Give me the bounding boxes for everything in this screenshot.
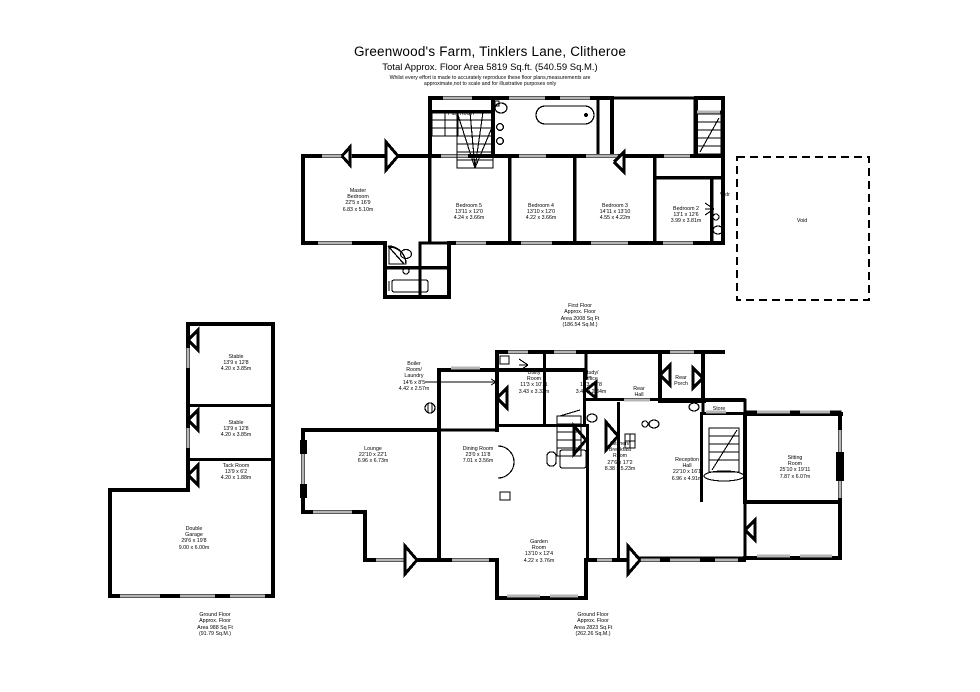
- room-label-lounge: Lounge 22'10 x 22'1 6.96 x 6.73m: [357, 446, 389, 465]
- room-label-store: Store: [712, 406, 726, 412]
- outbuilding-wall-breaks: [186, 326, 200, 489]
- boiler-icon: [424, 402, 436, 414]
- room-label-stable-1: Stable 13'9 x 12'8 4.20 x 3.85m: [220, 354, 252, 373]
- room-label-master-bedroom: Master Bedroom 22'5 x 16'9 6.83 x 5.10m: [342, 188, 374, 213]
- utility-hatch-icon: [518, 358, 529, 372]
- staircase-ground-front: [703, 427, 745, 482]
- staircase-ground-rear: [556, 409, 582, 457]
- master-ensuite-door: [388, 246, 407, 265]
- staircase-rear-first: [696, 113, 722, 155]
- room-label-bedroom-3: Bedroom 3 14'11 x 13'10 4.55 x 4.22m: [599, 203, 631, 222]
- room-label-garden-room: Garden Room 13'10 x 12'4 4.22 x 3.76m: [523, 539, 555, 564]
- outbuilding-windows: [120, 348, 265, 598]
- room-label-kitchen-breakfast: Kitchen/ Breakfast Room 27'6 x 17'2 8.38…: [604, 441, 636, 472]
- room-label-double-garage: Double Garage 29'6 x 19'8 9.00 x 6.00m: [178, 526, 210, 551]
- room-label-bedroom-4: Bedroom 4 13'10 x 12'0 4.22 x 3.66m: [525, 203, 557, 222]
- wc-fixtures-first: [388, 100, 724, 293]
- total-area-subtitle: Total Approx. Floor Area 5819 Sq.ft. (54…: [382, 62, 598, 73]
- room-label-boiler-room-laundry: Boiler Room/ Laundry 14'6 x 8'5 4.42 x 2…: [398, 361, 430, 392]
- room-label-sitting-room: Sitting Room 25'10 x 19'11 7.87 x 6.07m: [779, 455, 811, 480]
- room-label-play-room: Play Room: [448, 111, 474, 117]
- room-label-wardrobe: Wdr: [720, 192, 730, 198]
- bathtub-fixture: [535, 105, 595, 125]
- kitchen-fixtures: [497, 355, 636, 501]
- room-label-study-office: Study/ Office 11'3 x 7'8 3.43 x 2.34m: [575, 370, 607, 395]
- room-label-stable-2: Stable 13'9 x 12'8 4.20 x 3.85m: [220, 420, 252, 439]
- room-label-void: Void: [796, 218, 808, 224]
- wardrobe-fixture: [704, 202, 715, 216]
- ground-floor-area-caption: Ground Floor Approx. Floor Area 2823 Sq.…: [573, 612, 613, 638]
- room-label-bedroom-5: Bedroom 5 13'11 x 12'0 4.24 x 3.66m: [453, 203, 485, 222]
- room-label-utility-room: Utility Room 11'3 x 10'11 3.43 x 3.33m: [518, 370, 550, 395]
- garage-floor-area-caption: Ground Floor Approx. Floor Area 988 Sq F…: [197, 612, 233, 638]
- boiler-room-pointer: [425, 378, 497, 386]
- page-title: Greenwood's Farm, Tinklers Lane, Clither…: [353, 44, 627, 59]
- void-area: [735, 155, 871, 302]
- ground-floor-window-piers: [300, 440, 844, 498]
- first-floor-windows: [318, 96, 720, 245]
- room-label-rear-hall: Rear Hall: [633, 386, 645, 399]
- room-label-bedroom-2: Bedroom 2 13'1 x 12'6 3.99 x 3.81m: [670, 206, 702, 225]
- ground-floor-wall-breaks: [403, 361, 757, 579]
- first-floor-area-caption: First Floor Approx. Floor Area 2008 Sq F…: [560, 303, 600, 329]
- wc-fixtures-ground: [586, 402, 700, 429]
- first-floor-wall-breaks: [340, 137, 626, 176]
- disclaimer-line-1: Whilst every effort is made to accuratel…: [389, 75, 591, 81]
- room-label-tack-room: Tack Room 13'9 x 6'2 4.20 x 1.88m: [220, 463, 252, 482]
- staircase-first-floor: [431, 111, 494, 169]
- room-label-dining-room: Dining Room 23'0 x 11'8 7.01 x 3.56m: [462, 446, 494, 465]
- disclaimer-line-2: approximate,not to scale and for illustr…: [423, 81, 557, 87]
- room-label-reception-hall: Reception Hall 22'10 x 16'1 6.96 x 4.91m: [671, 457, 703, 482]
- room-label-rear-porch: Rear Porch: [674, 375, 688, 388]
